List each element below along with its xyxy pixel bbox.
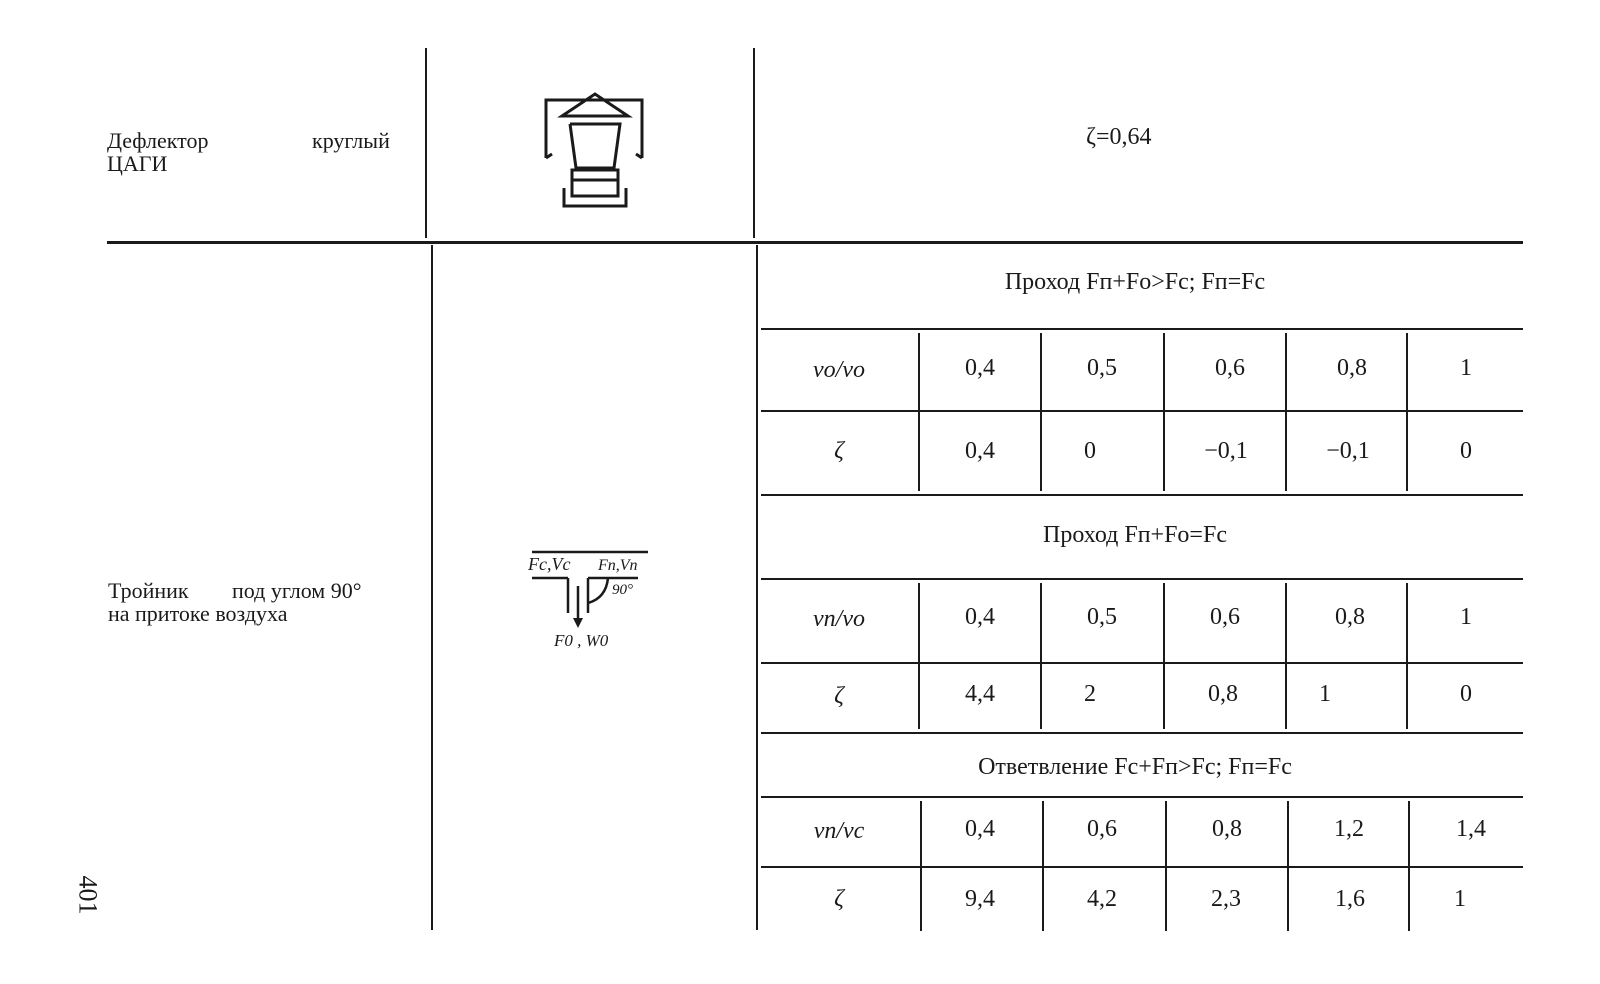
column-divider-2 xyxy=(753,48,755,238)
s3-ratio-2: 0,8 xyxy=(1212,816,1242,842)
section3-mid-rule xyxy=(761,866,1523,868)
section3-top-rule xyxy=(761,796,1523,798)
column-divider-2b xyxy=(756,245,758,930)
section1-bottom-rule xyxy=(761,494,1523,496)
s1-vsep-4 xyxy=(1285,333,1287,491)
s3-ratio-1: 0,6 xyxy=(1087,816,1117,842)
s3-zeta-1: 4,2 xyxy=(1087,886,1117,912)
s1-vsep-3 xyxy=(1163,333,1165,491)
deflector-diagram xyxy=(544,92,644,208)
s3-zeta-label: ζ xyxy=(834,886,844,912)
s2-zeta-1: 2 xyxy=(1084,681,1096,707)
s3-vsep-4 xyxy=(1287,801,1289,931)
tee-label-top-left: Fс,Vс xyxy=(528,554,570,574)
row2-name-part-b: под углом 90° xyxy=(232,578,362,603)
section2-bottom-rule xyxy=(761,732,1523,734)
s3-zeta-4: 1 xyxy=(1454,886,1466,912)
s3-vsep-2 xyxy=(1042,801,1044,931)
tee-diagram: Fс,Vс Fп,Vп 90° F0 , W0 xyxy=(528,550,648,650)
s2-vsep-2 xyxy=(1040,583,1042,729)
s1-vsep-1 xyxy=(918,333,920,491)
tee-label-top-right: Fп,Vп xyxy=(597,557,638,574)
section1-top-rule xyxy=(761,328,1523,330)
s2-vsep-3 xyxy=(1163,583,1165,729)
s1-vsep-5 xyxy=(1406,333,1408,491)
column-divider-1 xyxy=(425,48,427,238)
row1-name-part-b: круглый xyxy=(312,128,390,153)
s1-zeta-2: −0,1 xyxy=(1204,438,1248,464)
s2-zeta-2: 0,8 xyxy=(1208,681,1238,707)
s1-ratio-label: vо/vо xyxy=(813,357,865,383)
s2-vsep-4 xyxy=(1285,583,1287,729)
s2-vsep-5 xyxy=(1406,583,1408,729)
s2-ratio-3: 0,8 xyxy=(1335,604,1365,630)
s3-zeta-2: 2,3 xyxy=(1211,886,1241,912)
s2-ratio-1: 0,5 xyxy=(1087,604,1117,630)
column-divider-1b xyxy=(431,245,433,930)
section3-heading: Ответвление Fс+Fп>Fс; Fп=Fс xyxy=(978,754,1292,780)
s1-ratio-1: 0,5 xyxy=(1087,355,1117,381)
s3-zeta-3: 1,6 xyxy=(1335,886,1365,912)
row1-name-part-a: Дефлектор xyxy=(107,128,209,153)
s1-zeta-0: 0,4 xyxy=(965,438,995,464)
s2-zeta-label: ζ xyxy=(834,683,844,709)
s2-vsep-1 xyxy=(918,583,920,729)
s1-zeta-1: 0 xyxy=(1084,438,1096,464)
row-divider xyxy=(107,241,1523,244)
s2-ratio-4: 1 xyxy=(1460,604,1472,630)
s2-zeta-0: 4,4 xyxy=(965,681,995,707)
s1-ratio-0: 0,4 xyxy=(965,355,995,381)
s1-ratio-3: 0,8 xyxy=(1337,355,1367,381)
s2-ratio-0: 0,4 xyxy=(965,604,995,630)
s2-ratio-2: 0,6 xyxy=(1210,604,1240,630)
section2-heading: Проход Fп+Fо=Fс xyxy=(1043,522,1227,548)
s1-ratio-4: 1 xyxy=(1460,355,1472,381)
s2-zeta-4: 0 xyxy=(1460,681,1472,707)
s1-zeta-3: −0,1 xyxy=(1326,438,1370,464)
s2-ratio-label: vп/vо xyxy=(813,606,865,632)
row2-name-part-a: Тройник xyxy=(108,578,189,603)
s3-vsep-1 xyxy=(920,801,922,931)
s3-zeta-0: 9,4 xyxy=(965,886,995,912)
page-number: 401 xyxy=(73,875,103,915)
section1-mid-rule xyxy=(761,410,1523,412)
s3-ratio-0: 0,4 xyxy=(965,816,995,842)
tee-label-angle: 90° xyxy=(612,582,633,598)
s3-ratio-4: 1,4 xyxy=(1456,816,1486,842)
s3-ratio-3: 1,2 xyxy=(1334,816,1364,842)
s3-vsep-5 xyxy=(1408,801,1410,931)
s1-zeta-label: ζ xyxy=(834,438,844,464)
s1-vsep-2 xyxy=(1040,333,1042,491)
s1-zeta-4: 0 xyxy=(1460,438,1472,464)
row1-zeta-value: ζ=0,64 xyxy=(1086,124,1152,150)
s1-ratio-2: 0,6 xyxy=(1215,355,1245,381)
section2-top-rule xyxy=(761,578,1523,580)
row1-name-line2: ЦАГИ xyxy=(107,151,168,176)
s3-ratio-label: vп/vс xyxy=(813,818,865,844)
tee-label-bottom: F0 , W0 xyxy=(553,631,609,650)
row2-name-line2: на притоке воздуха xyxy=(108,601,288,626)
section1-heading: Проход Fп+Fо>Fс; Fп=Fс xyxy=(1004,269,1266,295)
s3-vsep-3 xyxy=(1165,801,1167,931)
s2-zeta-3: 1 xyxy=(1319,681,1331,707)
section2-mid-rule xyxy=(761,662,1523,664)
